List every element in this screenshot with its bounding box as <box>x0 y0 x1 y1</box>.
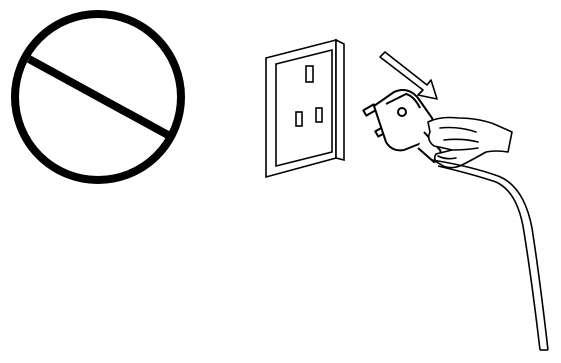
power-cord-icon <box>432 160 548 350</box>
hand-icon <box>428 118 512 168</box>
wall-socket-icon <box>266 40 344 177</box>
prohibition-icon <box>15 14 181 180</box>
